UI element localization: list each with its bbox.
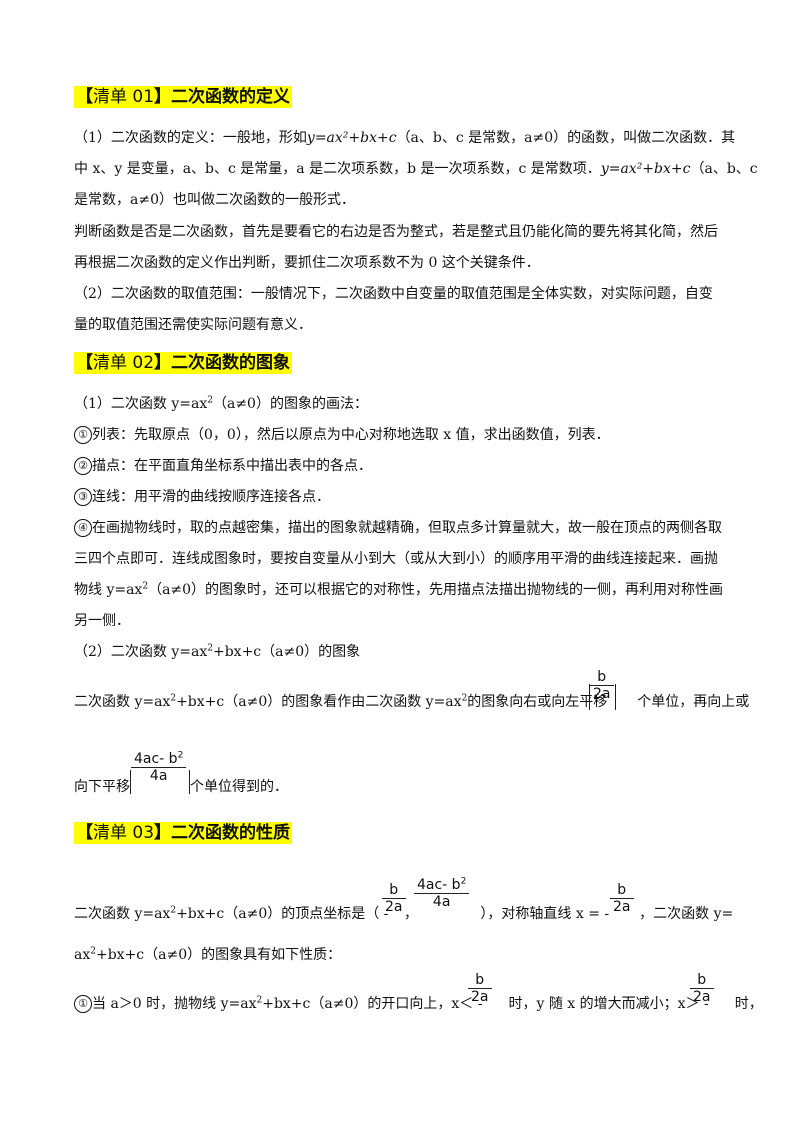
paragraph-line: 二次函数 y=ax2+bx+c（a≠0）的顶点坐标是（ -），对称轴直线 x =… [74, 905, 734, 922]
paragraph-line: 再根据二次函数的定义作出判断，要抓住二次项系数不为 0 这个关键条件． [74, 255, 540, 271]
comma: ， [404, 906, 418, 922]
circled-number: ③ [74, 488, 92, 506]
section-heading-02: 【清单 02】二次函数的图象 [74, 350, 293, 376]
circled-number: ④ [74, 519, 92, 537]
paragraph-line: （1）二次函数 y=ax2（a≠0）的图象的画法： [74, 395, 368, 412]
heading-highlight: 【清单 02】二次函数的图象 [74, 352, 293, 374]
abs-bar [589, 684, 590, 710]
section-heading-01: 【清单 01】二次函数的定义 [74, 84, 293, 110]
paragraph-line: 物线 y=ax2（a≠0）的图象时，还可以根据它的对称性，先用描点法描出抛物线的… [74, 581, 724, 598]
paragraph-line: 中 x、y 是变量，a、b、c 是常量，a 是二次项系数，b 是一次项系数，c … [74, 161, 758, 177]
circled-number: ① [74, 426, 92, 444]
paragraph-line: 量的取值范围还需使实际问题有意义． [74, 317, 312, 333]
paragraph-line: （2）二次函数 y=ax2+bx+c（a≠0）的图象 [74, 643, 361, 660]
heading-highlight: 【清单 01】二次函数的定义 [74, 86, 293, 108]
paragraph-line: 三四个点即可．连线成图象时，要按自变量从小到大（或从大到小）的顺序用平滑的曲线连… [74, 551, 718, 567]
paragraph-line: 二次函数 y=ax2+bx+c（a≠0）的图象看作由二次函数 y=ax2的图象向… [74, 693, 750, 710]
paragraph-line: 另一侧． [74, 613, 130, 629]
paragraph-line: （1）二次函数的定义：一般地，形如y=ax²+bx+c（a、b、c 是常数，a≠… [74, 130, 736, 146]
paragraph-line: ax2+bx+c（a≠0）的图象具有如下性质： [74, 946, 342, 963]
heading-highlight: 【清单 03】二次函数的性质 [74, 822, 293, 844]
section-heading-03: 【清单 03】二次函数的性质 [74, 820, 293, 846]
paragraph-line: 向下平移个单位得到的． [74, 779, 288, 795]
paragraph-line: （2）二次函数的取值范围：一般情况下，二次函数中自变量的取值范围是全体实数，对实… [74, 286, 713, 302]
abs-bar [189, 770, 190, 794]
paragraph-line: 判断函数是否是二次函数，首先是要看它的右边是否为整式，若是整式且仍能化简的要先将… [74, 224, 718, 240]
paragraph-line: 是常数，a≠0）也叫做二次函数的一般形式． [74, 192, 355, 208]
circled-number: ① [74, 995, 92, 1013]
abs-bar [615, 684, 616, 710]
circled-number: ② [74, 457, 92, 475]
abs-bar [130, 770, 131, 794]
